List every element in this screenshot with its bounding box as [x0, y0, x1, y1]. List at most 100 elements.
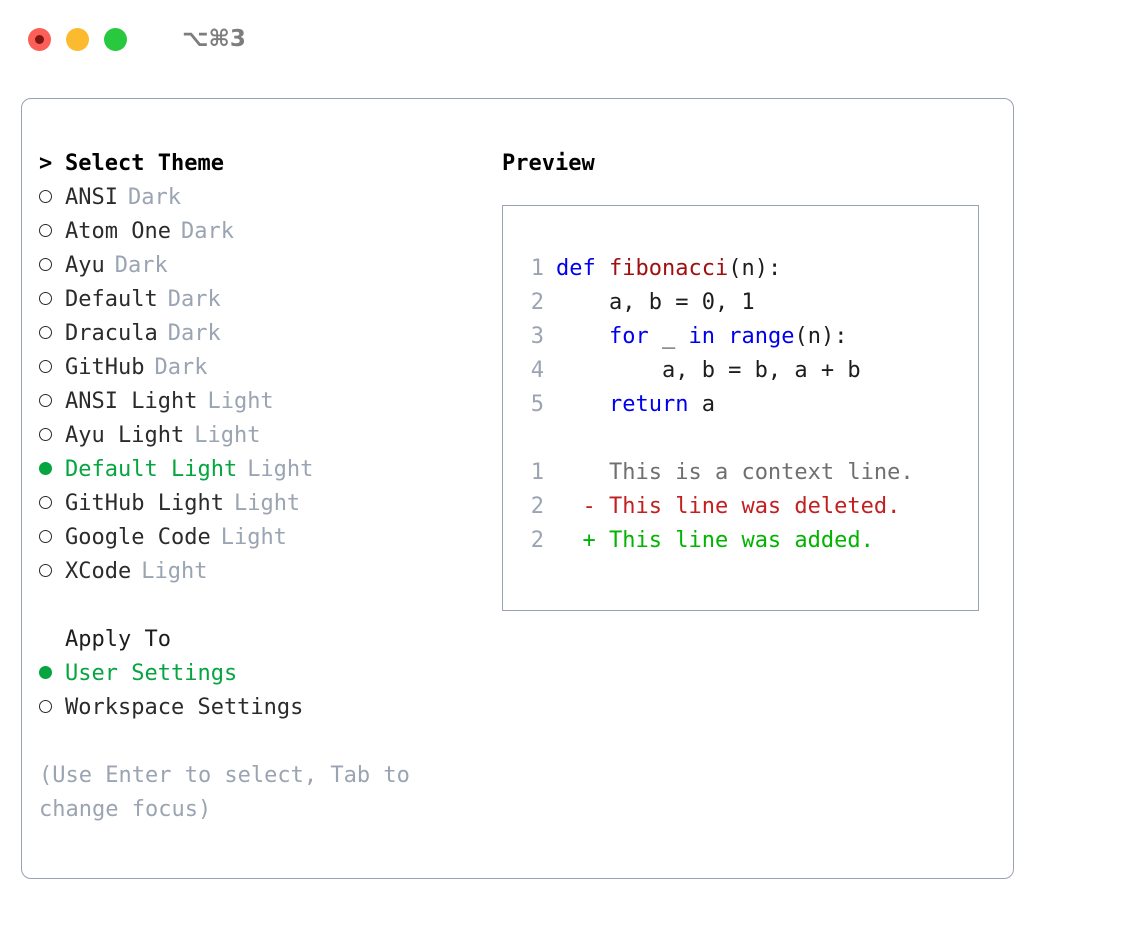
- code-line: 2 a, b = 0, 1: [503, 286, 978, 320]
- apply-to-label: User Settings: [65, 661, 238, 686]
- code-token: in: [688, 324, 715, 349]
- code-token: [556, 324, 609, 349]
- theme-variant-tag: Dark: [167, 287, 221, 312]
- theme-name: Google Code: [65, 525, 211, 550]
- theme-list-item[interactable]: Google Code Light: [39, 521, 502, 555]
- bullet-glyph: [39, 529, 52, 543]
- radio-unselected-icon[interactable]: [39, 555, 65, 589]
- bullet-glyph: [39, 393, 52, 407]
- bullet-glyph: [39, 291, 52, 305]
- bullet-glyph: [39, 495, 52, 509]
- preview-title: Preview: [502, 151, 595, 176]
- apply-to-heading: o Apply To: [39, 623, 502, 657]
- select-theme-title: Select Theme: [65, 151, 224, 176]
- radio-unselected-icon[interactable]: [39, 249, 65, 283]
- code-text: a, b = b, a + b: [556, 354, 861, 388]
- apply-to-label: Workspace Settings: [65, 695, 304, 720]
- code-line: 3 for _ in range(n):: [503, 320, 978, 354]
- bullet-glyph: [39, 189, 52, 203]
- radio-unselected-icon[interactable]: [39, 487, 65, 521]
- code-line: 5 return a: [503, 388, 978, 422]
- code-text: a, b = 0, 1: [556, 286, 755, 320]
- bullet-glyph: [39, 665, 52, 679]
- title-bar: ⌥⌘3: [0, 0, 1140, 78]
- bullet-glyph: [39, 699, 52, 713]
- bullet-glyph: [39, 563, 52, 577]
- theme-list-item[interactable]: GitHub Dark: [39, 351, 502, 385]
- radio-unselected-icon[interactable]: [39, 351, 65, 385]
- theme-name: Atom One: [65, 219, 171, 244]
- line-number: 3: [530, 324, 544, 349]
- bullet-glyph: [39, 325, 52, 339]
- radio-unselected-icon[interactable]: [39, 283, 65, 317]
- line-number: 2: [530, 290, 544, 315]
- radio-unselected-icon[interactable]: [39, 215, 65, 249]
- code-token: def: [556, 256, 596, 281]
- theme-variant-tag: Dark: [180, 219, 234, 244]
- theme-name: Ayu: [65, 253, 105, 278]
- theme-name: Dracula: [65, 321, 158, 346]
- keyboard-hint: (Use Enter to select, Tab to change focu…: [39, 763, 424, 822]
- code-line: 4 a, b = b, a + b: [503, 354, 978, 388]
- code-diff-gap: [503, 422, 978, 456]
- theme-list-item[interactable]: Atom One Dark: [39, 215, 502, 249]
- radio-unselected-icon[interactable]: [39, 419, 65, 453]
- minimize-window-icon[interactable]: [66, 27, 89, 51]
- close-window-icon[interactable]: [28, 27, 51, 51]
- theme-variant-tag: Light: [207, 389, 274, 414]
- radio-unselected-icon[interactable]: [39, 521, 65, 555]
- code-text: for _ in range(n):: [556, 320, 847, 354]
- apply-to-option[interactable]: Workspace Settings: [39, 691, 502, 725]
- theme-list-item[interactable]: Ayu Dark: [39, 249, 502, 283]
- maximize-window-icon[interactable]: [104, 27, 127, 51]
- theme-list-item[interactable]: Dracula Dark: [39, 317, 502, 351]
- line-number: 5: [530, 392, 544, 417]
- diff-sign: +: [556, 528, 596, 553]
- code-token: [596, 256, 609, 281]
- line-number: 2: [530, 494, 544, 519]
- line-number: 1: [530, 256, 544, 281]
- radio-unselected-icon[interactable]: [39, 385, 65, 419]
- radio-selected-icon[interactable]: [39, 453, 65, 487]
- theme-variant-tag: Light: [233, 491, 301, 516]
- select-theme-heading: > Select Theme: [39, 147, 502, 181]
- theme-variant-tag: Dark: [114, 253, 168, 278]
- line-number: 1: [530, 460, 544, 485]
- radio-selected-icon[interactable]: [39, 657, 65, 691]
- theme-variant-tag: Dark: [127, 185, 181, 210]
- radio-unselected-icon[interactable]: [39, 317, 65, 351]
- theme-name: GitHub: [65, 355, 145, 380]
- theme-name: Default Light: [65, 457, 238, 482]
- diff-sign: [556, 456, 596, 490]
- line-number: 2: [530, 528, 544, 553]
- bullet-glyph: [39, 461, 52, 475]
- bullet-glyph: [39, 257, 52, 271]
- bullet-glyph: [39, 223, 52, 237]
- radio-unselected-icon[interactable]: [39, 181, 65, 215]
- apply-to-option[interactable]: User Settings: [39, 657, 502, 691]
- code-token: for: [608, 324, 649, 349]
- radio-unselected-icon[interactable]: [39, 691, 65, 725]
- theme-variant-tag: Light: [220, 525, 287, 550]
- code-token: (n):: [728, 256, 782, 281]
- caret-icon: >: [39, 151, 53, 176]
- code-token: range: [728, 324, 795, 349]
- list-spacer: [39, 589, 502, 623]
- theme-variant-tag: Dark: [167, 321, 221, 346]
- theme-variant-tag: Dark: [154, 355, 208, 380]
- bullet-glyph: [39, 359, 52, 373]
